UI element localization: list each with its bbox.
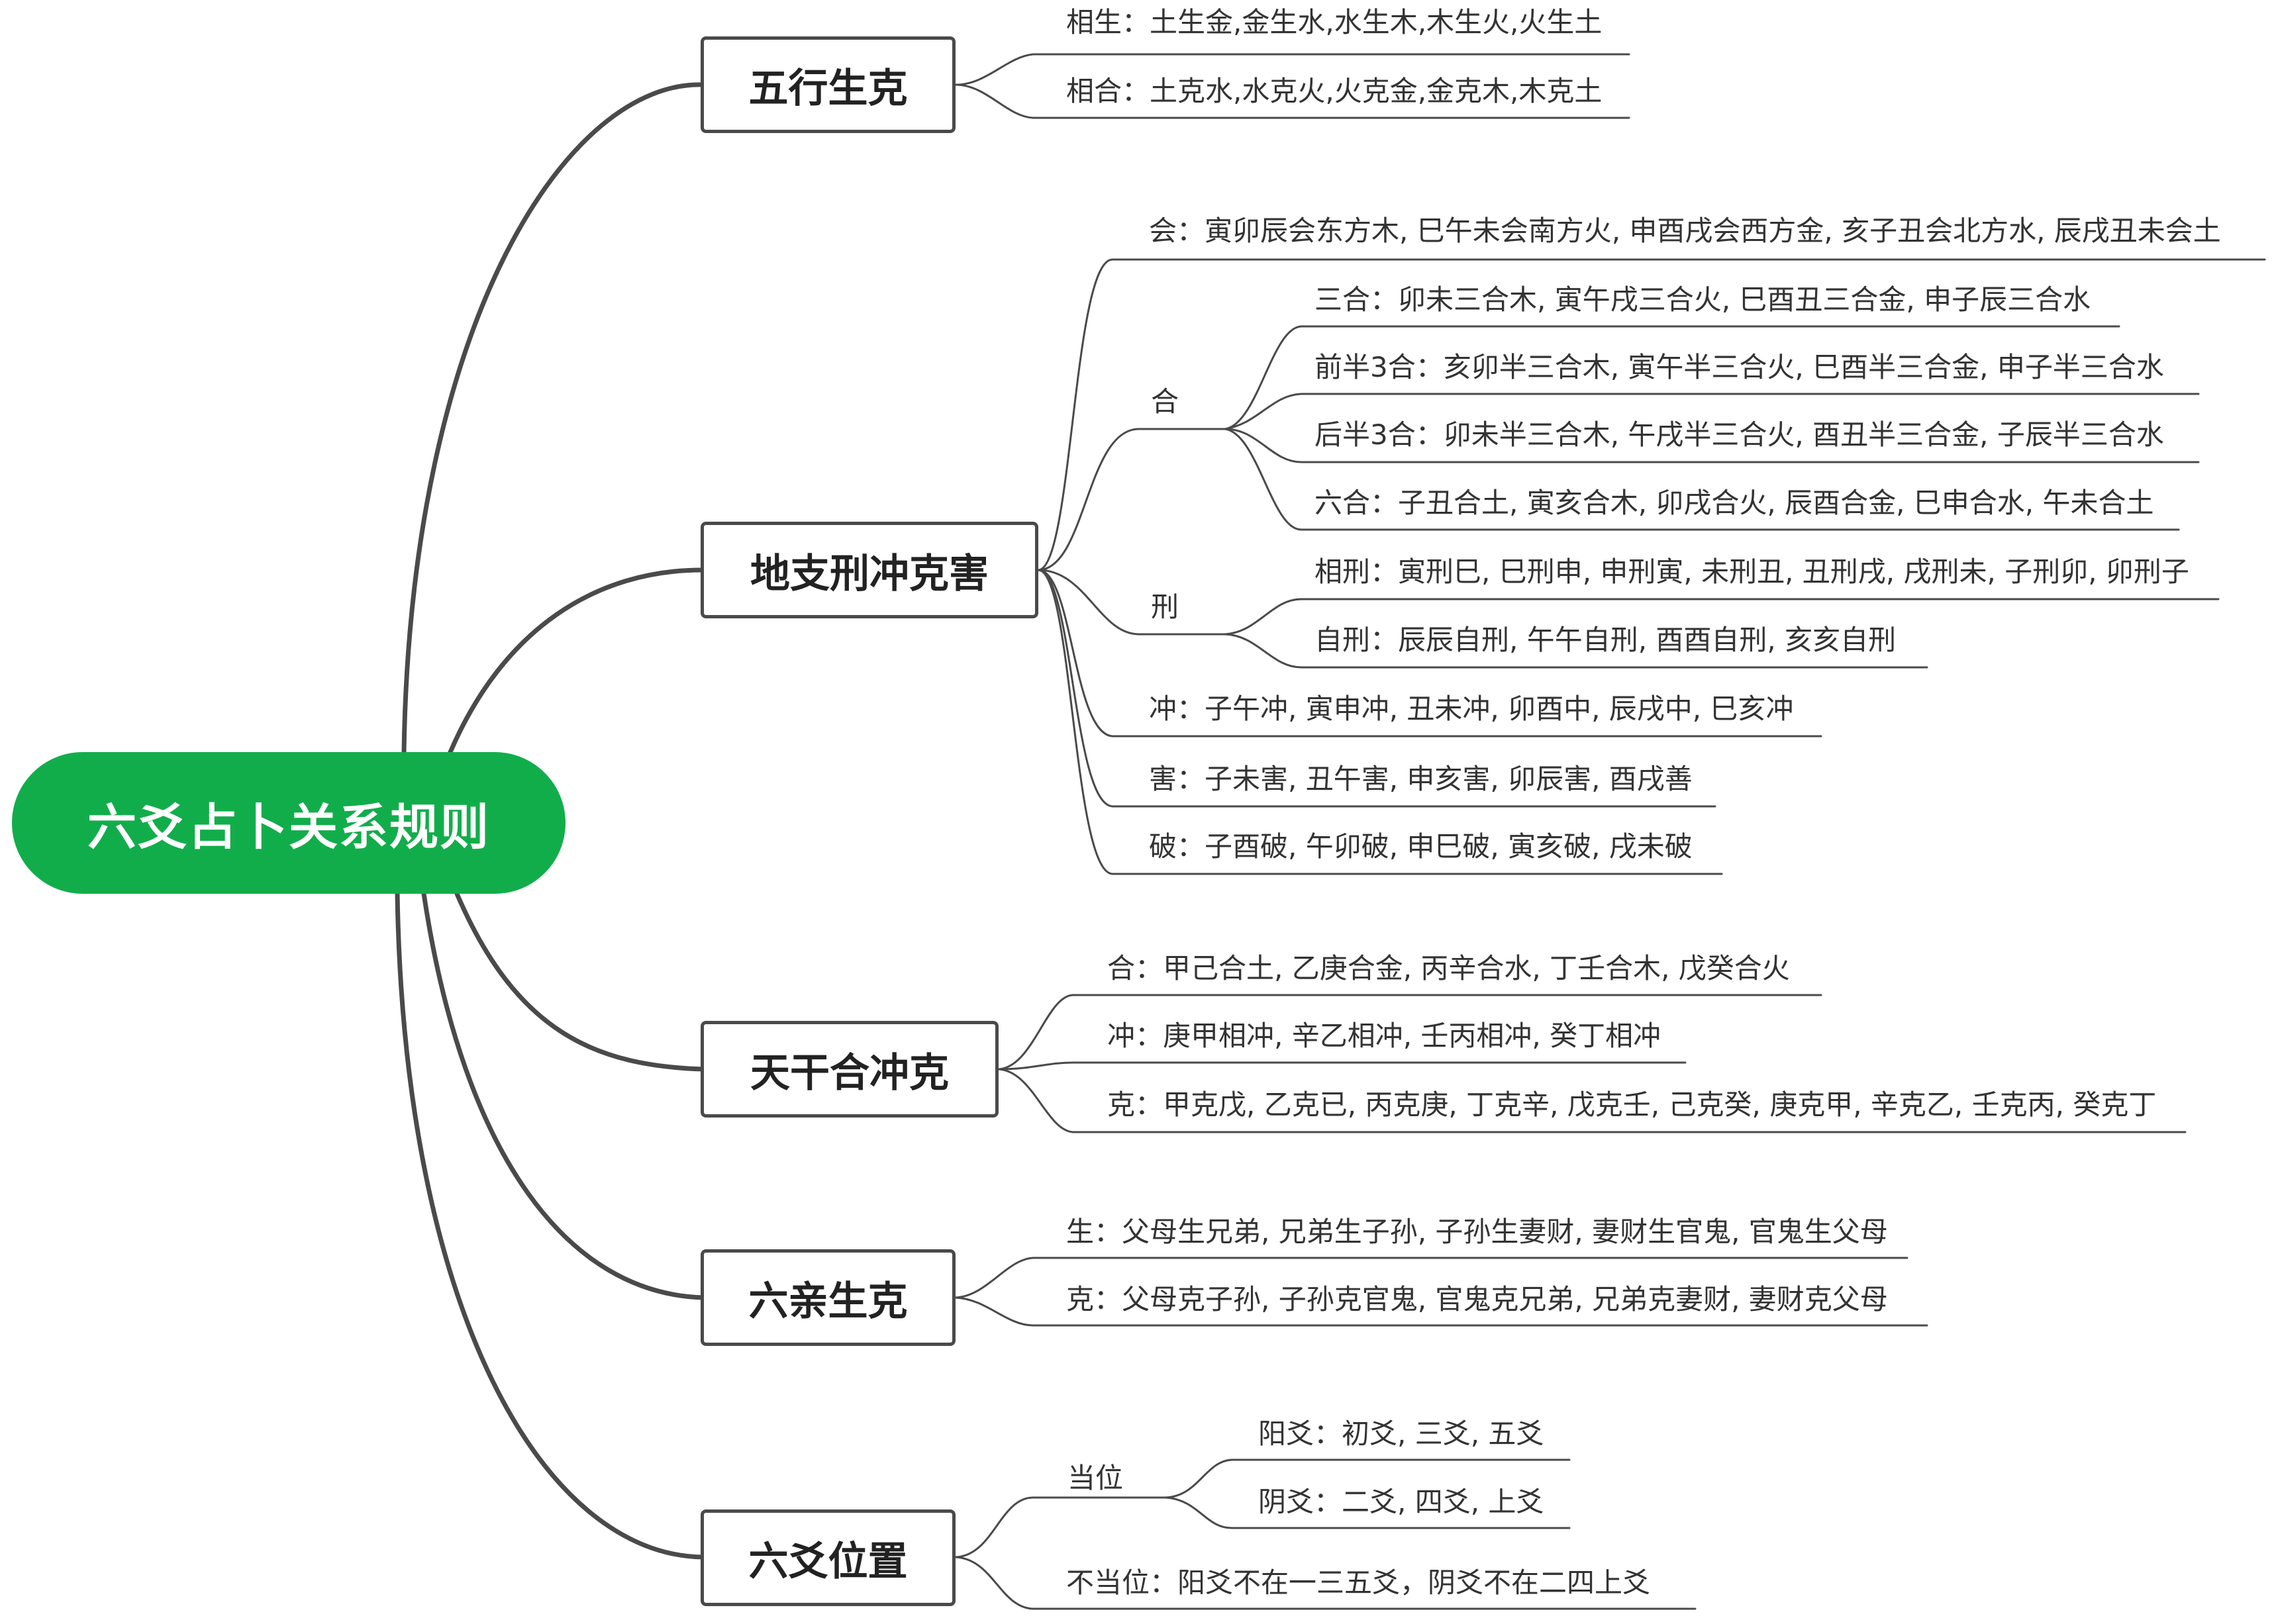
branch-liuqin[interactable]: 六亲生克 — [701, 1249, 956, 1346]
leaf-dizhi-xiangxing[interactable]: 相刑：寅刑巳, 巳刑申, 申刑寅, 未刑丑, 丑刑戌, 戌刑未, 子刑卯, 卯刑… — [1314, 555, 2189, 588]
leaf-dizhi-houban[interactable]: 后半3合：卯未半三合木, 午戌半三合火, 酉丑半三合金, 子辰半三合水 — [1314, 418, 2164, 451]
branch-dizhi[interactable]: 地支刑冲克害 — [701, 522, 1038, 618]
sub-yaowei-dangwei[interactable]: 当位 — [1067, 1462, 1124, 1494]
leaf-dizhi-chong[interactable]: 冲：子午冲, 寅申冲, 丑未冲, 卯酉中, 辰戌中, 巳亥冲 — [1149, 693, 1794, 725]
leaf-dizhi-hai[interactable]: 害：子未害, 丑午害, 申亥害, 卯辰害, 酉戌善 — [1149, 763, 1693, 795]
sub-dizhi-xing[interactable]: 刑 — [1151, 591, 1179, 623]
root-link-dizhi — [448, 567, 707, 755]
leaf-wuxing-sheng[interactable]: 相生：土生金,金生水,水生木,木生火,火生土 — [1066, 6, 1603, 38]
leaf-dizhi-zixing[interactable]: 自刑：辰辰自刑, 午午自刑, 酉酉自刑, 亥亥自刑 — [1314, 624, 1897, 656]
leaf-wuxing-he[interactable]: 相合：土克水,水克火,火克金,金克木,木克土 — [1066, 75, 1603, 107]
branch-yaowei[interactable]: 六爻位置 — [701, 1509, 956, 1606]
leaf-yaowei-budangwei[interactable]: 不当位：阳爻不在一三五爻，阴爻不在二四上爻 — [1066, 1566, 1651, 1599]
leaf-dizhi-po[interactable]: 破：子酉破, 午卯破, 申巳破, 寅亥破, 戌未破 — [1149, 830, 1693, 863]
leaf-tiangan-chong[interactable]: 冲：庚甲相冲, 辛乙相冲, 壬丙相冲, 癸丁相冲 — [1107, 1020, 1661, 1052]
leaf-dizhi-liuhe[interactable]: 六合：子丑合土, 寅亥合木, 卯戌合火, 辰酉合金, 巳申合水, 午未合土 — [1314, 487, 2154, 519]
leaf-dizhi-sanhe[interactable]: 三合：卯未三合木, 寅午戌三合火, 巳酉丑三合金, 申子辰三合水 — [1314, 283, 2091, 316]
leaf-dizhi-hui[interactable]: 会：寅卯辰会东方木, 巳午未会南方火, 申酉戌会西方金, 亥子丑会北方水, 辰戌… — [1149, 215, 2221, 247]
leaf-yaowei-yin[interactable]: 阴爻：二爻, 四爻, 上爻 — [1258, 1486, 1544, 1518]
leaf-dizhi-qianban[interactable]: 前半3合：亥卯半三合木, 寅午半三合火, 巳酉半三合金, 申子半三合水 — [1314, 351, 2164, 383]
root-link-wuxing — [401, 82, 707, 755]
leaf-liuqin-sheng[interactable]: 生：父母生兄弟, 兄弟生子孙, 子孙生妻财, 妻财生官鬼, 官鬼生父母 — [1066, 1216, 1888, 1248]
root-link-liuqin — [421, 891, 707, 1300]
root-link-yaowei — [395, 891, 707, 1560]
sub-dizhi-he[interactable]: 合 — [1151, 385, 1179, 418]
root-node[interactable]: 六爻占卜关系规则 — [12, 752, 566, 894]
branch-wuxing[interactable]: 五行生克 — [701, 36, 956, 133]
branch-tiangan[interactable]: 天干合冲克 — [701, 1021, 999, 1118]
leaf-tiangan-ke[interactable]: 克：甲克戊, 乙克已, 丙克庚, 丁克辛, 戊克壬, 己克癸, 庚克甲, 辛克乙… — [1107, 1088, 2157, 1121]
leaf-tiangan-he[interactable]: 合：甲己合土, 乙庚合金, 丙辛合水, 丁壬合木, 戊癸合火 — [1107, 952, 1790, 984]
leaf-liuqin-ke[interactable]: 克：父母克子孙, 子孙克官鬼, 官鬼克兄弟, 兄弟克妻财, 妻财克父母 — [1066, 1283, 1888, 1315]
root-link-tiangan — [454, 891, 707, 1072]
leaf-yaowei-yang[interactable]: 阳爻：初爻, 三爻, 五爻 — [1258, 1417, 1544, 1450]
